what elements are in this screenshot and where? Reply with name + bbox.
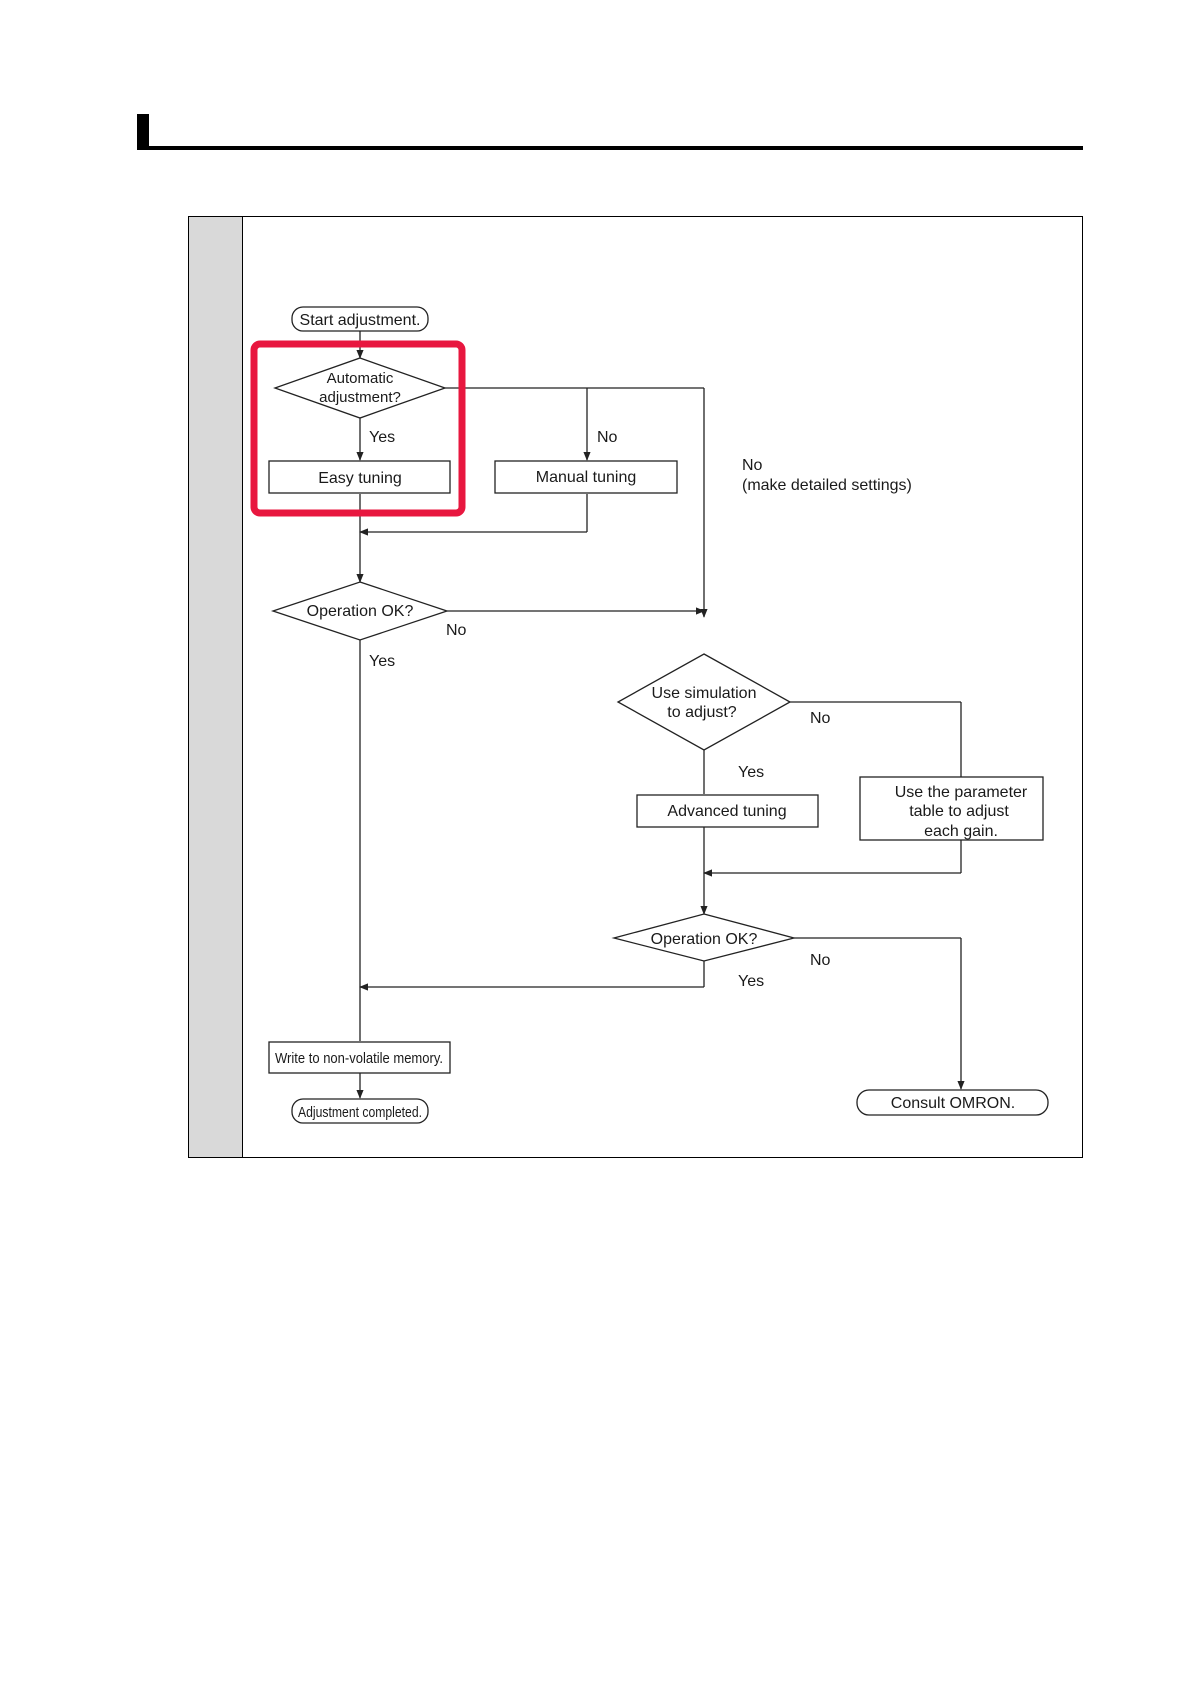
easy-tuning-box [268,460,451,494]
side-strip [189,217,243,1157]
label-op2-no: No [810,952,831,969]
start-terminal [291,306,429,332]
decision-auto-line2: adjustment? [319,389,401,406]
decision-operation-ok-2 [611,913,797,962]
decision-op2-label: Operation OK? [651,931,758,948]
section-header-rule [137,146,1083,150]
decision-op1-label: Operation OK? [307,603,414,620]
parameter-table-box [859,776,1044,841]
label-op1-yes: Yes [369,653,395,670]
write-memory-label: Write to non-volatile memory. [275,1050,443,1067]
highlight-box [250,340,466,517]
label-sim-yes: Yes [738,764,764,781]
advanced-tuning-label: Advanced tuning [667,803,786,820]
easy-tuning-label: Easy tuning [318,470,402,487]
decision-use-simulation [616,653,792,751]
decision-auto-line1: Automatic [327,370,394,387]
label-op1-no: No [446,622,467,639]
decision-sim-line2: to adjust? [667,704,736,721]
manual-tuning-box [494,460,678,494]
completed-label: Adjustment completed. [298,1104,422,1121]
param-line1: Use the parameter [895,784,1028,801]
flowchart-frame: Start adjustment. Automatic adjustment? … [188,216,1083,1158]
label-op2-yes: Yes [738,973,764,990]
manual-tuning-label: Manual tuning [536,469,637,486]
label-sim-no: No [810,710,831,727]
label-make-detailed-settings: (make detailed settings) [742,477,912,494]
section-header-bar [137,114,149,150]
decision-automatic-adjustment [273,357,447,419]
advanced-tuning-box [636,794,819,828]
decision-sim-line1: Use simulation [652,685,757,702]
label-auto-no-manual: No [597,429,618,446]
param-line2: table to adjust [909,803,1009,820]
consult-terminal [856,1089,1049,1116]
start-label: Start adjustment. [300,312,421,329]
label-auto-yes: Yes [369,429,395,446]
label-auto-no-detailed: No [742,457,763,474]
completed-terminal [291,1098,429,1124]
write-memory-box [268,1041,451,1074]
consult-label: Consult OMRON. [891,1095,1015,1112]
flowchart-svg: Start adjustment. Automatic adjustment? … [250,306,1049,1124]
decision-operation-ok-1 [270,581,450,641]
param-line3: each gain. [924,823,998,840]
